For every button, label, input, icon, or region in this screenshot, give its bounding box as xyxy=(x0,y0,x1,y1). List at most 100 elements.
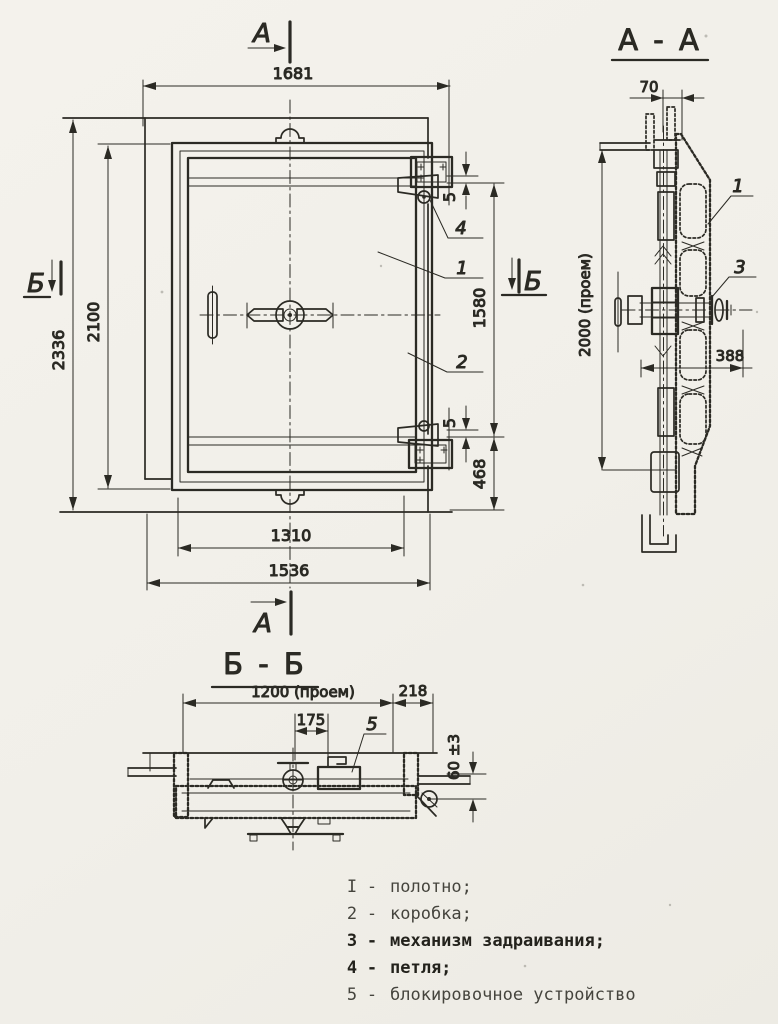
door-handle xyxy=(207,285,334,345)
dim-frame-offset: 218 xyxy=(392,682,434,753)
svg-text:5: 5 xyxy=(366,714,377,735)
aa-rod-assembly xyxy=(650,125,680,537)
bb-door-leaf-section xyxy=(174,784,418,820)
svg-text:1: 1 xyxy=(732,176,743,197)
dim-hinge-gap-top: 5 xyxy=(440,151,479,210)
hinge-top xyxy=(397,79,454,206)
section-cut-marker-a-bottom: А xyxy=(250,590,293,640)
arrow-down-icon xyxy=(48,280,56,292)
svg-text:-: - xyxy=(367,931,377,951)
cut-letter-b-right: Б xyxy=(524,267,542,297)
bb-label-blocking: 5 xyxy=(351,714,387,773)
aa-frame-flange xyxy=(599,142,677,471)
dim-hinge-gap-bottom: 5 xyxy=(440,405,479,463)
svg-text:5: 5 xyxy=(440,418,459,428)
svg-text:Б - Б: Б - Б xyxy=(223,647,307,681)
svg-text:468: 468 xyxy=(470,459,489,490)
svg-text:2336: 2336 xyxy=(49,330,68,371)
handle-blade-right xyxy=(296,308,334,322)
section-bb-title: Б - Б xyxy=(210,647,320,689)
svg-text:218: 218 xyxy=(399,682,428,700)
section-cut-marker-a-top: А xyxy=(247,19,292,64)
aa-label-mechanism: 3 xyxy=(711,257,757,298)
svg-text:петля;: петля; xyxy=(390,958,451,978)
aa-label-leaf: 1 xyxy=(707,176,754,225)
dim-overall-height: 2336 xyxy=(49,119,77,511)
bb-blocking-device xyxy=(316,756,362,791)
svg-text:1681: 1681 xyxy=(273,64,314,83)
aa-mechanism xyxy=(621,294,753,326)
wall-outline xyxy=(59,117,453,513)
paper-specks xyxy=(160,34,759,968)
door-frame xyxy=(170,141,434,492)
door-leaf xyxy=(186,128,418,505)
arrow-right-icon xyxy=(274,44,286,52)
handle-blade-left xyxy=(246,308,284,322)
svg-text:коробка;: коробка; xyxy=(390,904,472,924)
svg-text:-: - xyxy=(367,877,377,897)
svg-text:60 ±3: 60 ±3 xyxy=(445,734,463,780)
section-aa-title: А - А xyxy=(610,23,710,62)
centerlines xyxy=(199,99,441,589)
section-cut-marker-b-right: Б xyxy=(500,257,548,298)
cut-letter-a-bottom: А xyxy=(252,609,272,639)
svg-text:-: - xyxy=(367,958,377,978)
svg-text:388: 388 xyxy=(716,347,745,365)
aa-leaf-panel xyxy=(674,132,712,516)
cut-letter-b-left: Б xyxy=(27,269,45,299)
svg-text:I: I xyxy=(347,877,357,897)
aa-latch-pin xyxy=(614,271,622,353)
legend-item: 5 - блокировочное устройство xyxy=(347,985,636,1005)
svg-text:70: 70 xyxy=(639,78,658,96)
dim-top-width: 1681 xyxy=(142,64,451,127)
dim-bottom-offset: 468 xyxy=(449,437,505,511)
dim-frame-width: 1536 xyxy=(146,513,431,591)
dim-hinge-span: 1580 xyxy=(446,182,505,438)
dim-opening-height: 2000 (проем) xyxy=(576,149,606,471)
part-label-leaf: 1 xyxy=(377,251,484,280)
bb-geometry xyxy=(127,747,471,851)
svg-text:175: 175 xyxy=(297,711,326,729)
svg-text:3: 3 xyxy=(347,931,357,951)
bb-roller xyxy=(420,790,438,808)
svg-text:механизм задраивания;: механизм задраивания; xyxy=(390,931,605,951)
svg-text:1310: 1310 xyxy=(271,526,312,545)
part-label-frame: 2 xyxy=(407,352,484,374)
svg-text:5: 5 xyxy=(347,985,357,1005)
dim-depth: 388 xyxy=(640,329,753,378)
svg-text:2000 (проем): 2000 (проем) xyxy=(576,253,594,357)
svg-text:1200 (проем): 1200 (проем) xyxy=(251,683,355,701)
legend: I - полотно; 2 - коробка; 3 - механизм з… xyxy=(347,877,636,1005)
legend-item: 4 - петля; xyxy=(347,958,452,978)
svg-text:3: 3 xyxy=(734,257,745,278)
svg-text:-: - xyxy=(367,904,377,924)
dim-thickness: 70 xyxy=(629,78,705,141)
svg-text:1580: 1580 xyxy=(470,288,489,329)
svg-text:полотно;: полотно; xyxy=(390,877,472,897)
bb-lug xyxy=(207,779,235,789)
legend-item: I - полотно; xyxy=(347,877,472,897)
legend-item: 2 - коробка; xyxy=(347,904,472,924)
svg-text:4: 4 xyxy=(455,218,466,239)
bb-handle-hub xyxy=(276,761,310,791)
arrow-down-icon xyxy=(508,278,516,290)
dim-frame-height: 2100 xyxy=(84,143,171,490)
section-bb-view: Б - Б 1200 (проем) 218 175 xyxy=(127,647,487,851)
cut-letter-a-top: А xyxy=(251,19,271,49)
svg-text:А - А: А - А xyxy=(618,23,702,57)
svg-text:5: 5 xyxy=(440,192,459,202)
bb-right-jamb xyxy=(402,751,420,797)
dim-gap: 60 ±3 xyxy=(429,734,487,823)
svg-text:2100: 2100 xyxy=(84,302,103,343)
svg-text:1536: 1536 xyxy=(269,561,310,580)
svg-text:блокировочное устройство: блокировочное устройство xyxy=(390,985,636,1005)
section-cut-marker-b-left: Б xyxy=(22,259,63,300)
section-aa-view: А - А 70 xyxy=(576,23,757,553)
part-label-hinge: 4 xyxy=(429,199,484,240)
hinge-bottom xyxy=(397,407,454,471)
svg-text:4: 4 xyxy=(347,958,357,978)
aa-bottom-hook xyxy=(641,514,677,553)
bb-under-stack xyxy=(204,817,345,842)
